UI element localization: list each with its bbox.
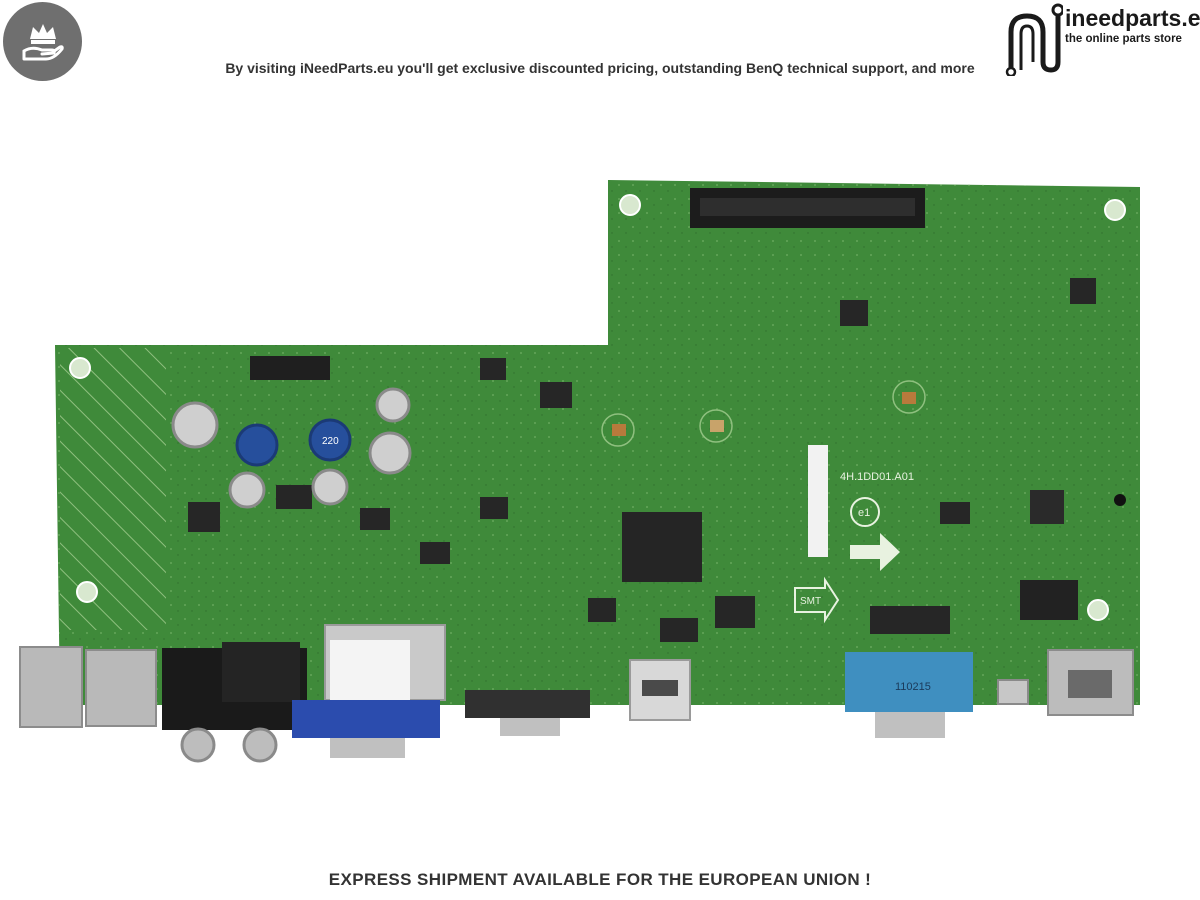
ethernet-port [1047,649,1134,716]
capacitor-marking: 220 [322,436,339,447]
header-tagline: By visiting iNeedParts.eu you'll get exc… [225,60,975,76]
circuit-board-photo: 4H.1DD01.A01 SMT 220 e1 110215 [19,180,1140,763]
logo-circuit-icon [1005,3,1063,76]
logo-name: ineedparts.eu [1065,5,1200,31]
audio-jacks [19,646,157,728]
mini-usb-port [997,679,1029,705]
ineedparts-logo[interactable]: ineedparts.eu the online parts store [1003,2,1200,76]
e1-marking: e1 [858,507,870,519]
main-processor-chip [622,512,702,582]
hdmi-port [629,659,691,721]
dvi-port [465,690,590,736]
serial-port: 110215 [845,652,973,738]
crown-hand-badge [3,2,82,81]
mounting-holes [69,194,1126,621]
hatched-area [60,348,166,630]
capacitors [171,387,412,509]
rca-power-connector [162,642,307,763]
footer-notice: EXPRESS SHIPMENT AVAILABLE FOR THE EUROP… [328,870,872,889]
board-part-number: 4H.1DD01.A01 [840,471,914,483]
board-smt-marking: SMT [800,596,821,607]
crown-hand-icon [22,23,64,60]
arrow-marking [850,533,900,571]
board-label-sticker [808,445,828,557]
serial-port-marking: 110215 [895,681,931,693]
vga-port [292,624,446,758]
logo-subtitle: the online parts store [1065,33,1182,45]
